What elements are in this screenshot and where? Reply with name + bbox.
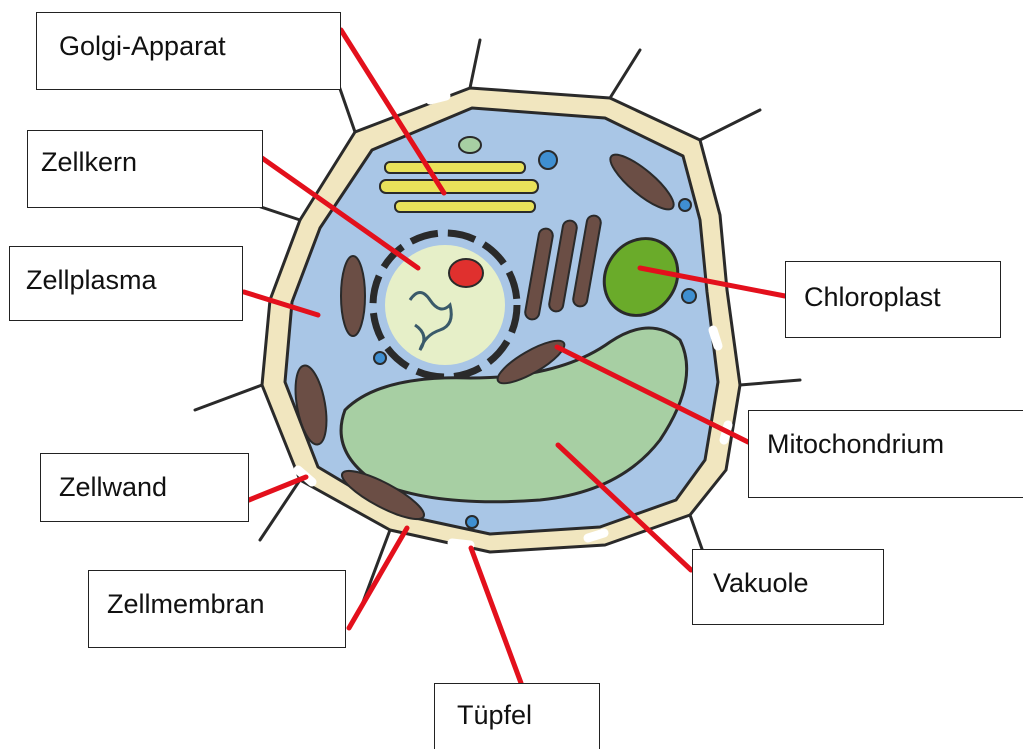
- small-vesicle: [459, 137, 481, 153]
- leader-zellmembran: [349, 528, 407, 628]
- label-tuepfel: Tüpfel: [434, 683, 600, 749]
- label-zellmembran-text: Zellmembran: [107, 589, 265, 620]
- golgi-apparatus: [380, 162, 538, 212]
- leader-tuepfel: [471, 548, 521, 683]
- label-vakuole-text: Vakuole: [713, 568, 809, 599]
- nucleolus: [449, 259, 483, 287]
- label-tuepfel-text: Tüpfel: [457, 700, 532, 731]
- label-golgi-apparatus: Golgi-Apparat: [36, 12, 341, 90]
- label-golgi-text: Golgi-Apparat: [59, 31, 226, 62]
- nucleus: [385, 245, 505, 365]
- label-zellwand: Zellwand: [40, 453, 249, 522]
- label-zellplasma: Zellplasma: [9, 246, 243, 321]
- label-zellkern-text: Zellkern: [41, 147, 137, 178]
- label-vakuole: Vakuole: [692, 549, 884, 625]
- label-mitochondrium-text: Mitochondrium: [767, 429, 944, 460]
- label-zellplasma-text: Zellplasma: [26, 265, 157, 296]
- label-chloroplast: Chloroplast: [785, 261, 1001, 338]
- label-chloroplast-text: Chloroplast: [804, 282, 941, 313]
- label-zellwand-text: Zellwand: [59, 472, 167, 503]
- leader-zellwand: [249, 477, 306, 500]
- label-mitochondrium: Mitochondrium: [748, 410, 1023, 498]
- label-zellmembran: Zellmembran: [88, 570, 346, 648]
- label-zellkern: Zellkern: [27, 130, 263, 208]
